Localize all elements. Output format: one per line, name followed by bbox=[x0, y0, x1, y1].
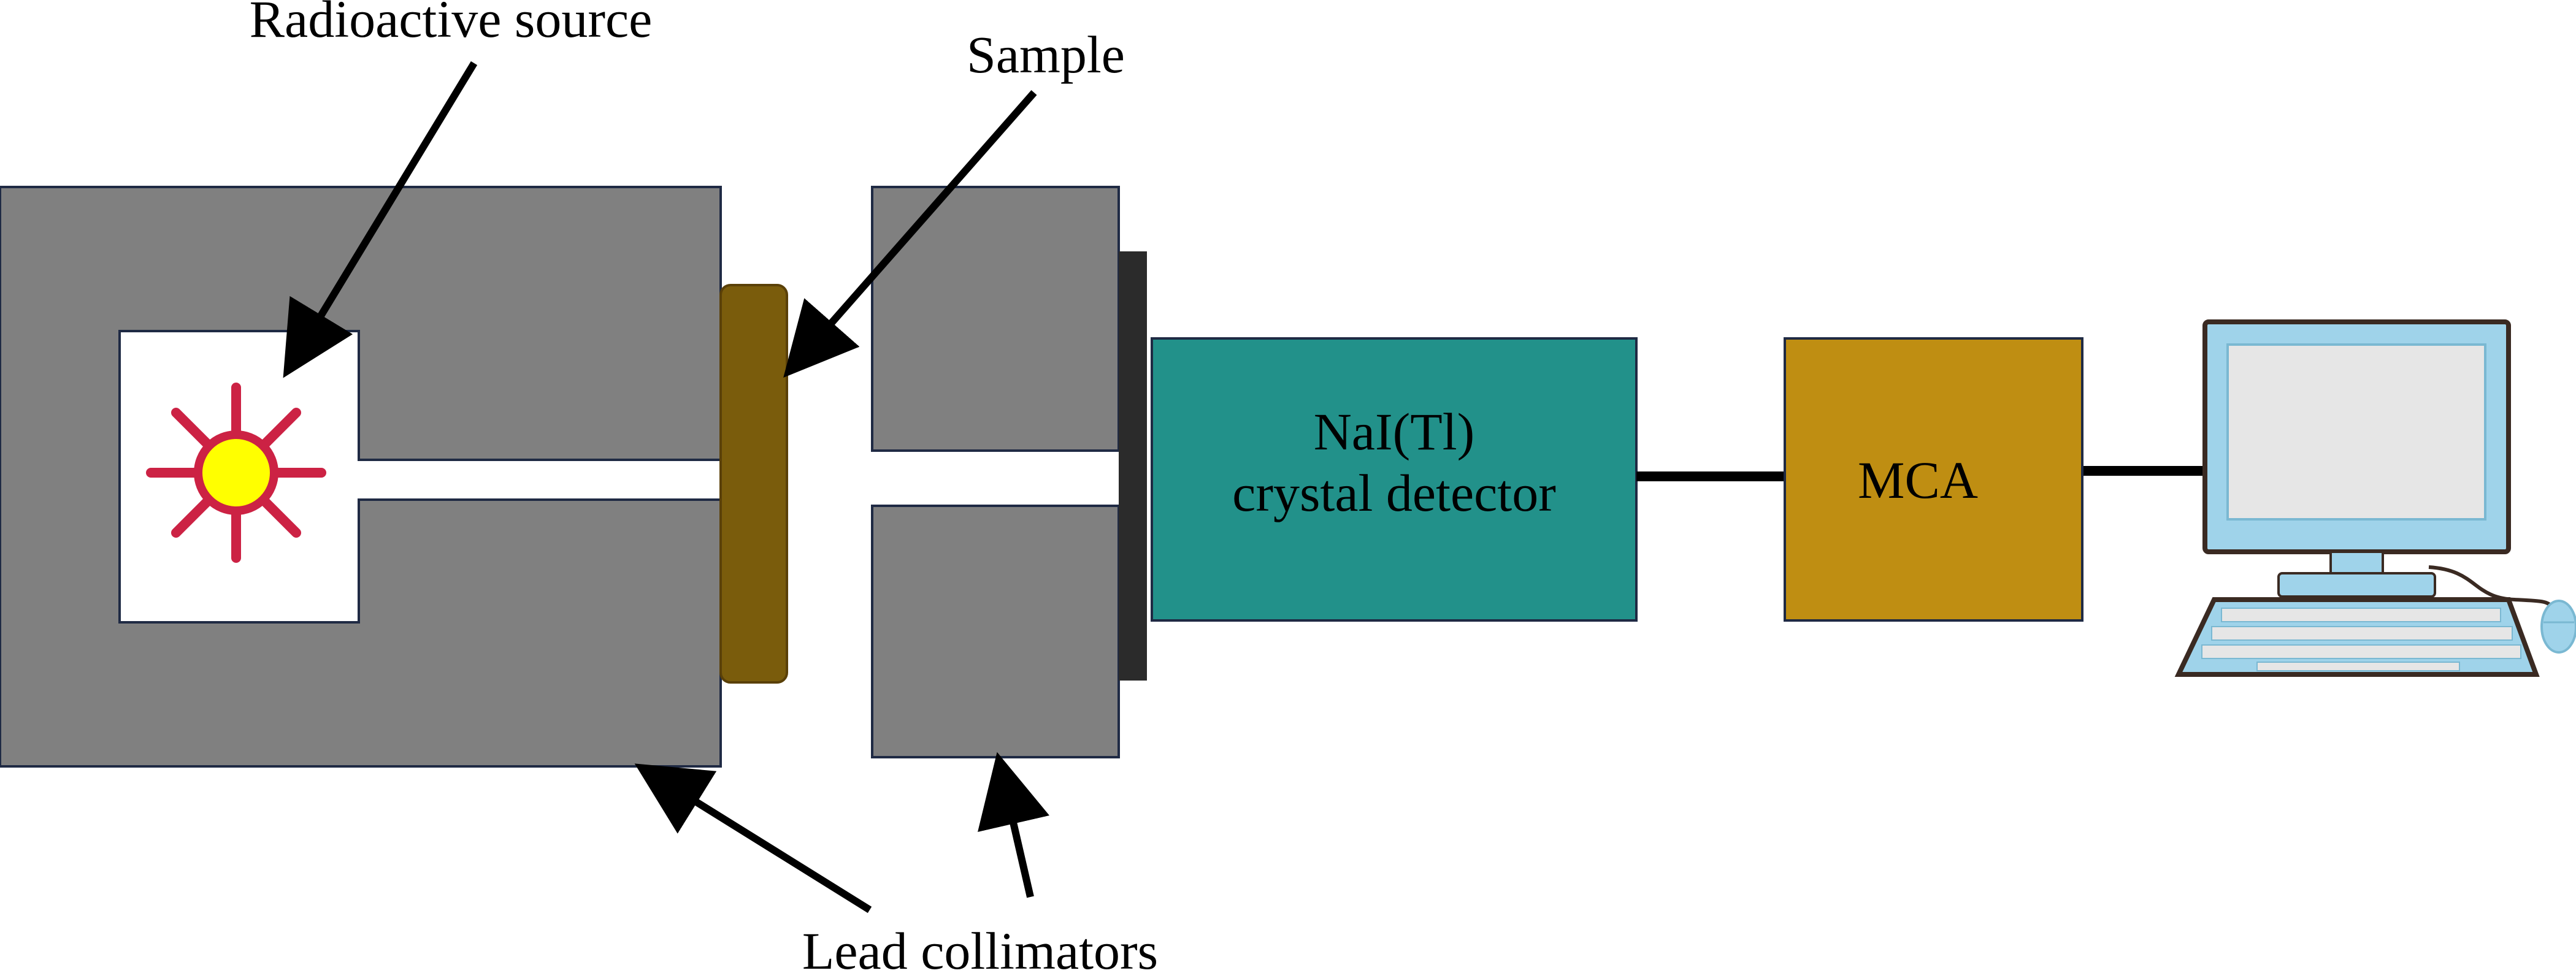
sample-arrow bbox=[783, 90, 1037, 378]
lead-collimators-label: Lead collimators bbox=[802, 921, 1158, 973]
desktop-computer-icon bbox=[2174, 319, 2576, 677]
detector-label-line2: crystal detector bbox=[1232, 464, 1556, 522]
radiation-sun-icon bbox=[146, 383, 326, 563]
radioactive-source-arrow bbox=[283, 61, 478, 378]
radioactive-source-label: Radioactive source bbox=[250, 0, 653, 48]
mca-label: MCA bbox=[1858, 451, 1978, 509]
nai-detector-box bbox=[1151, 337, 1638, 622]
sample-label: Sample bbox=[967, 25, 1125, 84]
detector-collimator bbox=[871, 186, 1120, 758]
collimator-lower-block bbox=[871, 505, 1120, 758]
mca-box bbox=[1784, 337, 2083, 622]
detector-window bbox=[1119, 251, 1147, 681]
source-shield bbox=[0, 186, 722, 768]
collimator-upper-block bbox=[871, 186, 1120, 452]
lead-collimators-arrow-right bbox=[978, 752, 1049, 898]
lead-collimators-arrow-left bbox=[634, 763, 872, 914]
detector-label-line1: NaI(Tl) bbox=[1314, 402, 1475, 461]
source-lead-block bbox=[0, 186, 722, 768]
sample-disc bbox=[719, 284, 788, 684]
